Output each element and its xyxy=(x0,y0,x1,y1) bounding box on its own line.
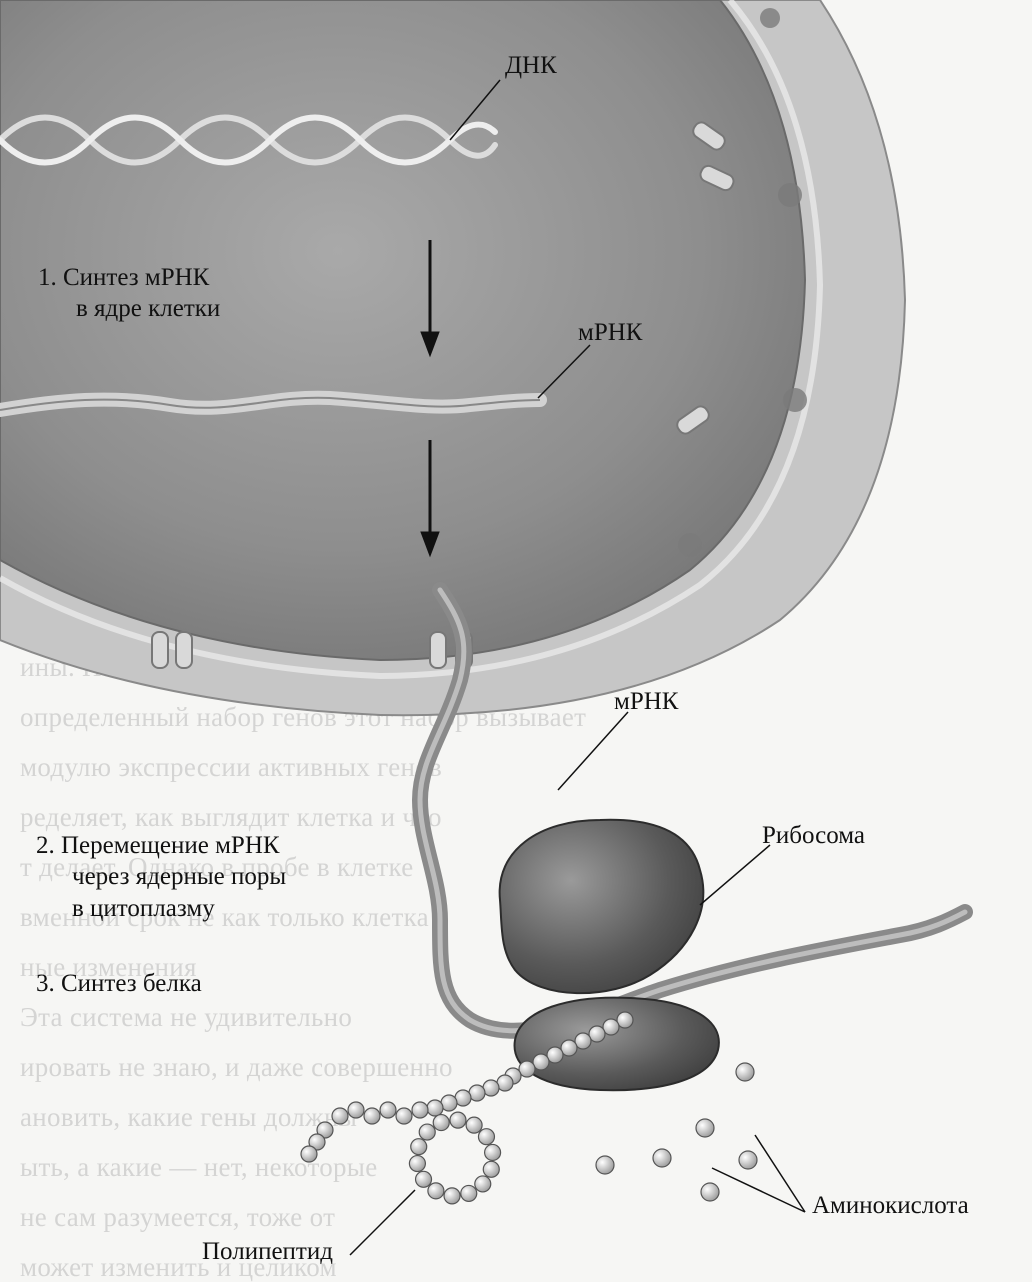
amino-acid-bead xyxy=(485,1144,501,1160)
label-mrna-cytoplasm: мРНК xyxy=(614,686,678,717)
free-amino-acid xyxy=(739,1151,757,1169)
free-amino-acid xyxy=(701,1183,719,1201)
free-amino-acid xyxy=(596,1156,614,1174)
ribosome-large-subunit xyxy=(500,820,704,993)
step-2-line-1: 2. Перемещение мРНК xyxy=(36,830,286,861)
amino-acid-bead xyxy=(483,1161,499,1177)
free-amino-acid xyxy=(696,1119,714,1137)
label-amino-acid: Аминокислота xyxy=(812,1190,969,1221)
amino-acid-bead xyxy=(409,1156,425,1172)
step-1-line-2: в ядре клетки xyxy=(38,293,220,324)
free-amino-acid xyxy=(736,1063,754,1081)
amino-acid-bead xyxy=(444,1188,460,1204)
amino-acid-bead xyxy=(380,1102,396,1118)
amino-acid-bead xyxy=(332,1108,348,1124)
amino-acid-bead xyxy=(364,1108,380,1124)
polypeptide-chain xyxy=(301,1012,633,1204)
amino-acid-bead xyxy=(416,1171,432,1187)
amino-acid-bead xyxy=(428,1183,444,1199)
amino-acid-bead xyxy=(411,1139,427,1155)
amino-acid-bead xyxy=(396,1108,412,1124)
free-amino-acid xyxy=(653,1149,671,1167)
amino-acid-bead xyxy=(427,1100,443,1116)
step-2-line-3: в цитоплазму xyxy=(36,893,286,924)
step-1-label: 1. Синтез мРНК в ядре клетки xyxy=(38,262,220,325)
step-2-line-2: через ядерные поры xyxy=(36,861,286,892)
amino-acid-bead xyxy=(348,1102,364,1118)
ribosome-small-subunit xyxy=(515,998,719,1091)
amino-acid-bead xyxy=(301,1146,317,1162)
label-polypeptide: Полипептид xyxy=(202,1236,333,1267)
label-ribosome: Рибосома xyxy=(762,820,865,851)
amino-acid-bead xyxy=(450,1112,466,1128)
nucleus xyxy=(0,0,805,660)
amino-acid-bead xyxy=(478,1129,494,1145)
amino-acid-bead xyxy=(461,1185,477,1201)
amino-acid-bead xyxy=(419,1124,435,1140)
amino-acid-bead xyxy=(466,1117,482,1133)
amino-acid-bead xyxy=(433,1115,449,1131)
label-mrna-nucleus: мРНК xyxy=(578,317,642,348)
amino-acid-bead xyxy=(412,1102,428,1118)
step-2-label: 2. Перемещение мРНК через ядерные поры в… xyxy=(36,830,286,924)
step-3-label: 3. Синтез белка xyxy=(36,968,202,999)
label-dna: ДНК xyxy=(505,50,557,81)
step-3-line-1: 3. Синтез белка xyxy=(36,968,202,999)
amino-acid-bead xyxy=(475,1176,491,1192)
step-1-line-1: 1. Синтез мРНК xyxy=(38,262,220,293)
